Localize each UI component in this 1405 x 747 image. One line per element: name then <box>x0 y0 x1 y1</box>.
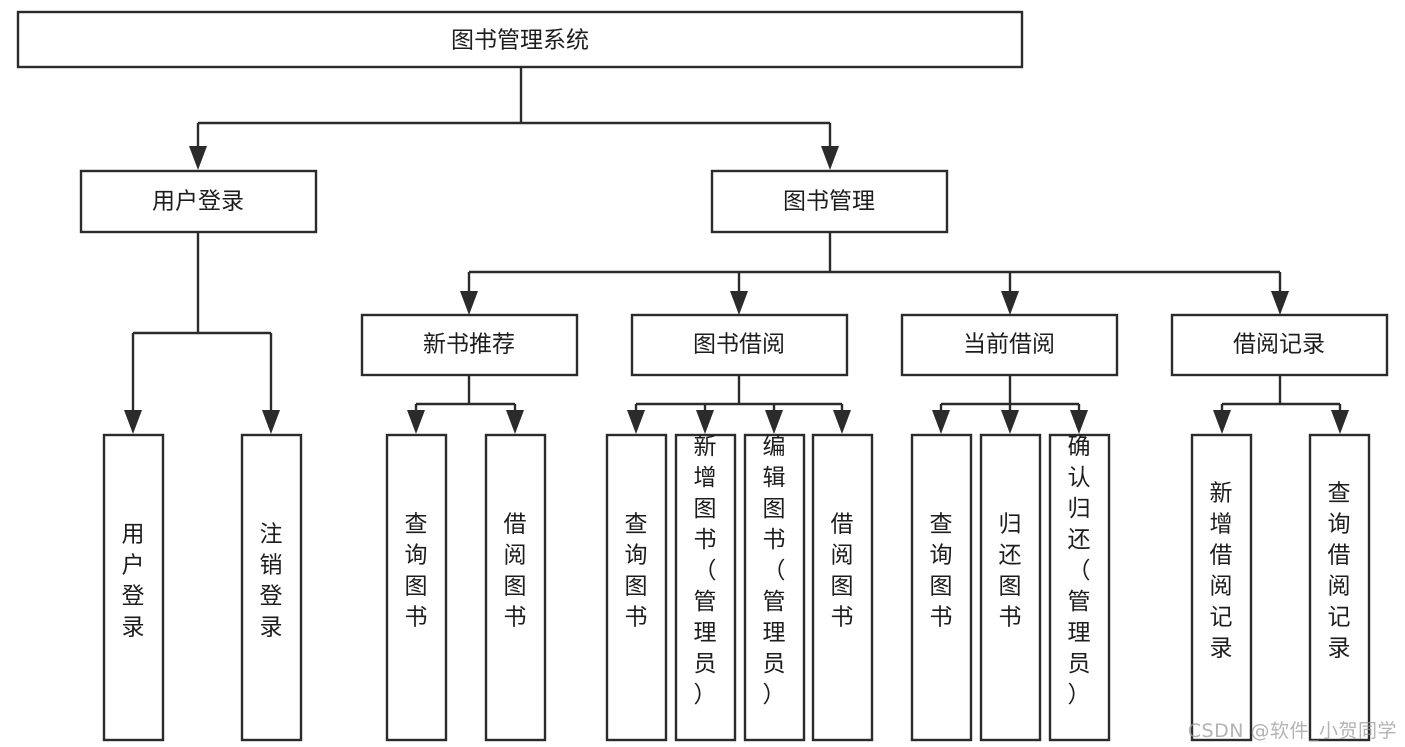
leaf-bookborrow-borrow[interactable]: 借阅图书 <box>811 433 874 742</box>
arrow-leaf-borrow-book-2 <box>833 410 851 434</box>
leaf-bookborrow-edit-label: 编辑图书（管理员） <box>763 434 786 708</box>
leaf-logout-label: 注销登录 <box>260 522 283 641</box>
leaf-bookborrow-query-box <box>605 433 668 742</box>
node-user-login[interactable]: 用户登录 <box>79 169 318 234</box>
node-book-borrow[interactable]: 图书借阅 <box>630 313 849 377</box>
book-manage-box <box>710 169 949 234</box>
arrow-leaf-logout <box>262 410 280 434</box>
arrow-new-book <box>460 291 478 315</box>
leaf-bookborrow-edit-box <box>743 433 806 742</box>
arrow-leaf-return-book <box>1001 410 1019 434</box>
arrow-leaf-query-book-3 <box>932 410 950 434</box>
arrow-leaf-confirm-return <box>1070 410 1088 434</box>
leaf-bookborrow-borrow-label: 借阅图书 <box>831 512 854 631</box>
arrow-borrow-record <box>1271 291 1289 315</box>
leaf-logout-box <box>240 433 303 742</box>
leaf-currentborrow-query-box <box>910 433 973 742</box>
current-borrow-label: 当前借阅 <box>963 332 1055 358</box>
node-borrow-record[interactable]: 借阅记录 <box>1170 313 1389 377</box>
borrow-record-box <box>1170 313 1389 377</box>
leaf-newbook-query-label: 查询图书 <box>405 512 428 631</box>
current-borrow-box <box>900 313 1119 377</box>
book-manage-label: 图书管理 <box>783 189 875 215</box>
leaf-user-login[interactable]: 用户登录 <box>102 433 165 742</box>
leaf-newbook-query[interactable]: 查询图书 <box>385 433 448 742</box>
arrow-book-borrow <box>730 291 748 315</box>
leaf-currentborrow-return[interactable]: 归还图书 <box>979 433 1042 742</box>
arrow-user-login <box>189 146 207 170</box>
leaf-bookborrow-borrow-box <box>811 433 874 742</box>
user-login-box <box>79 169 318 234</box>
arrow-leaf-add-record <box>1213 410 1231 434</box>
arrow-leaf-borrow-book-1 <box>506 410 524 434</box>
borrow-record-label: 借阅记录 <box>1233 332 1325 358</box>
user-login-label: 用户登录 <box>152 189 244 215</box>
arrow-leaf-query-book-2 <box>627 410 645 434</box>
arrow-leaf-edit-book <box>765 410 783 434</box>
leaf-newbook-query-box <box>385 433 448 742</box>
leaf-record-query[interactable]: 查询借阅记录 <box>1308 433 1371 742</box>
leaf-newbook-borrow-box <box>484 433 547 742</box>
leaf-bookborrow-query[interactable]: 查询图书 <box>605 433 668 742</box>
leaf-currentborrow-confirm-label: 确认归还（管理员） <box>1068 434 1091 708</box>
arrow-leaf-add-book <box>696 410 714 434</box>
leaf-logout[interactable]: 注销登录 <box>240 433 303 742</box>
leaf-record-add-label: 新增借阅记录 <box>1210 481 1233 662</box>
leaf-currentborrow-query-label: 查询图书 <box>930 512 953 631</box>
leaf-record-query-box <box>1308 433 1371 742</box>
arrow-leaf-query-book-1 <box>407 410 425 434</box>
leaf-currentborrow-return-box <box>979 433 1042 742</box>
node-root[interactable]: 图书管理系统 <box>16 10 1024 69</box>
leaf-currentborrow-confirm[interactable]: 确认归还（管理员） <box>1048 433 1111 742</box>
leaf-bookborrow-add[interactable]: 新增图书（管理员） <box>674 433 737 742</box>
node-new-book[interactable]: 新书推荐 <box>360 313 579 377</box>
new-book-label: 新书推荐 <box>423 332 515 358</box>
arrow-leaf-user-login <box>124 410 142 434</box>
arrow-book-manage <box>821 146 839 170</box>
leaf-bookborrow-add-box <box>674 433 737 742</box>
leaf-currentborrow-return-label: 归还图书 <box>999 512 1022 631</box>
leaf-newbook-borrow[interactable]: 借阅图书 <box>484 433 547 742</box>
leaf-record-add[interactable]: 新增借阅记录 <box>1190 433 1253 742</box>
leaf-record-query-label: 查询借阅记录 <box>1328 481 1351 662</box>
leaf-currentborrow-confirm-box <box>1048 433 1111 742</box>
root-label: 图书管理系统 <box>451 28 589 54</box>
leaf-newbook-borrow-label: 借阅图书 <box>504 512 527 631</box>
leaf-record-add-box <box>1190 433 1253 742</box>
leaf-user-login-label: 用户登录 <box>122 522 145 641</box>
leaf-bookborrow-add-label: 新增图书（管理员） <box>694 434 717 708</box>
root-box <box>16 10 1024 69</box>
leaf-user-login-box <box>102 433 165 742</box>
node-current-borrow[interactable]: 当前借阅 <box>900 313 1119 377</box>
arrow-leaf-query-record <box>1331 410 1349 434</box>
leaf-currentborrow-query[interactable]: 查询图书 <box>910 433 973 742</box>
connector-layer <box>124 67 1349 434</box>
arrow-current-borrow <box>1001 291 1019 315</box>
book-borrow-label: 图书借阅 <box>693 332 785 358</box>
leaf-bookborrow-query-label: 查询图书 <box>625 512 648 631</box>
book-borrow-box <box>630 313 849 377</box>
new-book-box <box>360 313 579 377</box>
node-book-manage[interactable]: 图书管理 <box>710 169 949 234</box>
leaf-bookborrow-edit[interactable]: 编辑图书（管理员） <box>743 433 806 742</box>
